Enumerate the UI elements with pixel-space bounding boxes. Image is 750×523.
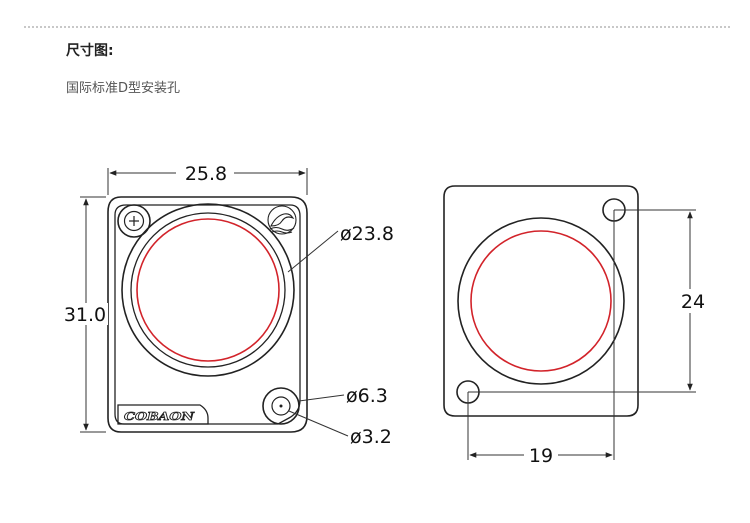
- screw-hole-bottom-right: [271, 396, 291, 416]
- top-dotted-divider: [24, 26, 730, 28]
- height-label: 31.0: [64, 304, 106, 326]
- width-label: 25.8: [185, 163, 227, 185]
- outer-diameter-label: ø23.8: [340, 223, 394, 245]
- logo-text: COBAON: [124, 410, 195, 423]
- horizontal-spacing-dimension: [467, 210, 615, 460]
- panel-cutout-view: [443, 185, 639, 417]
- logo-plate: [117, 404, 209, 425]
- horizontal-spacing-label: 19: [529, 445, 553, 467]
- accent-ring: [136, 218, 280, 362]
- screw-hole-leader: [288, 410, 349, 437]
- vertical-spacing-dimension: [468, 209, 696, 393]
- connector-front-view: [107, 196, 308, 433]
- screw-head-bottom-right: [262, 387, 300, 425]
- panel-outline: [443, 185, 639, 417]
- housing-inner-outline: [114, 204, 301, 425]
- screw-head-leader: [298, 394, 345, 402]
- housing-outline: [107, 196, 308, 433]
- vertical-spacing-label: 24: [681, 291, 705, 313]
- inner-ring: [130, 212, 286, 368]
- cutout-outer-ring: [457, 217, 625, 385]
- section-title: 尺寸图:: [66, 43, 114, 59]
- screw-head-label: ø6.3: [346, 385, 388, 407]
- outer-ring: [121, 203, 295, 377]
- wave-logo-icon: [267, 205, 297, 235]
- screw-head-top-left: [117, 204, 151, 238]
- outer-diameter-leader: [287, 230, 339, 273]
- section-subtitle: 国际标准D型安装孔: [66, 81, 181, 96]
- screw-hole-label: ø3.2: [350, 426, 392, 448]
- screw-hole-top-left: [123, 210, 145, 232]
- cutout-accent-ring: [470, 230, 612, 372]
